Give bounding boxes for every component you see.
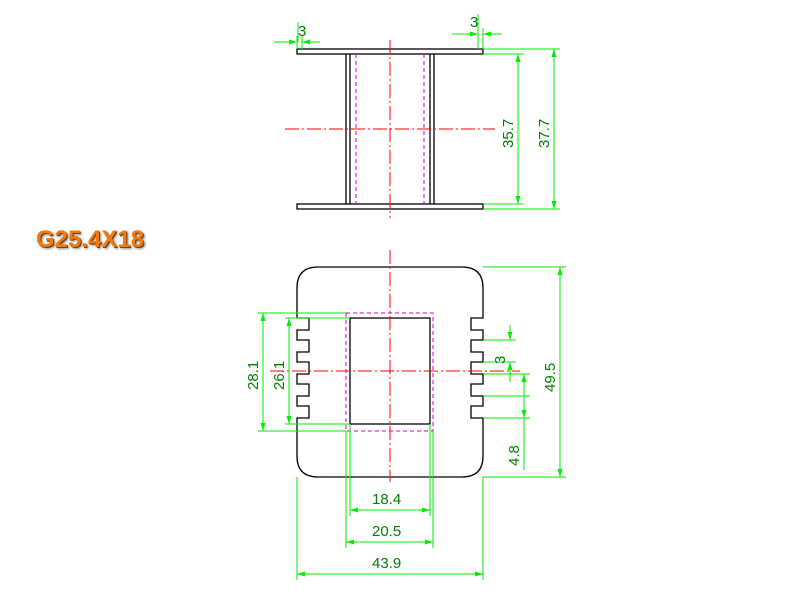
dim-arrow (475, 571, 483, 577)
dim-arrow (350, 507, 358, 513)
dim-arrow (286, 318, 292, 326)
dim-arrow (297, 571, 305, 577)
dim-arrow (422, 507, 430, 513)
dim-arrow (483, 31, 491, 37)
dim-arrow (260, 423, 266, 431)
dim-arrow (551, 49, 557, 57)
dim-inner-height: 35.7 (500, 119, 517, 148)
dim-arrow (515, 196, 521, 204)
dim-window-inner: 26.1 (271, 361, 288, 390)
dim-arrow (289, 39, 297, 45)
dim-arrow (260, 313, 266, 321)
dim-arrow (557, 469, 563, 477)
dim-arrow (521, 374, 527, 382)
top-view: 3 3 35.7 37.7 (274, 14, 560, 218)
bottom-view: 28.1 26.1 3 4.8 49.5 (245, 250, 566, 580)
dim-arrow (470, 31, 478, 37)
dim-outer-height: 37.7 (536, 119, 553, 148)
dim-arrow (425, 539, 433, 545)
dim-arrow (507, 362, 513, 370)
dim-core-outer-width: 20.5 (372, 523, 401, 540)
dim-core-width: 18.4 (372, 491, 401, 508)
dim-arrow (346, 539, 354, 545)
dim-slot-spacing: 4.8 (506, 445, 523, 466)
dim-flange-height: 49.5 (542, 363, 559, 392)
dim-flange-thickness-left: 3 (298, 23, 306, 40)
dim-arrow (286, 416, 292, 424)
dim-flange-width: 43.9 (372, 555, 401, 572)
dim-window-outer: 28.1 (245, 361, 262, 390)
part-title: G25.4X18 (36, 226, 145, 253)
dim-flange-thickness-right: 3 (470, 14, 478, 31)
dim-arrow (557, 267, 563, 275)
dim-arrow (521, 410, 527, 418)
dim-slot-width: 3 (492, 356, 509, 364)
dim-arrow (507, 332, 513, 340)
dim-arrow (515, 54, 521, 62)
flange-outline (296, 266, 484, 478)
dim-arrow (302, 39, 310, 45)
dim-arrow (551, 201, 557, 209)
